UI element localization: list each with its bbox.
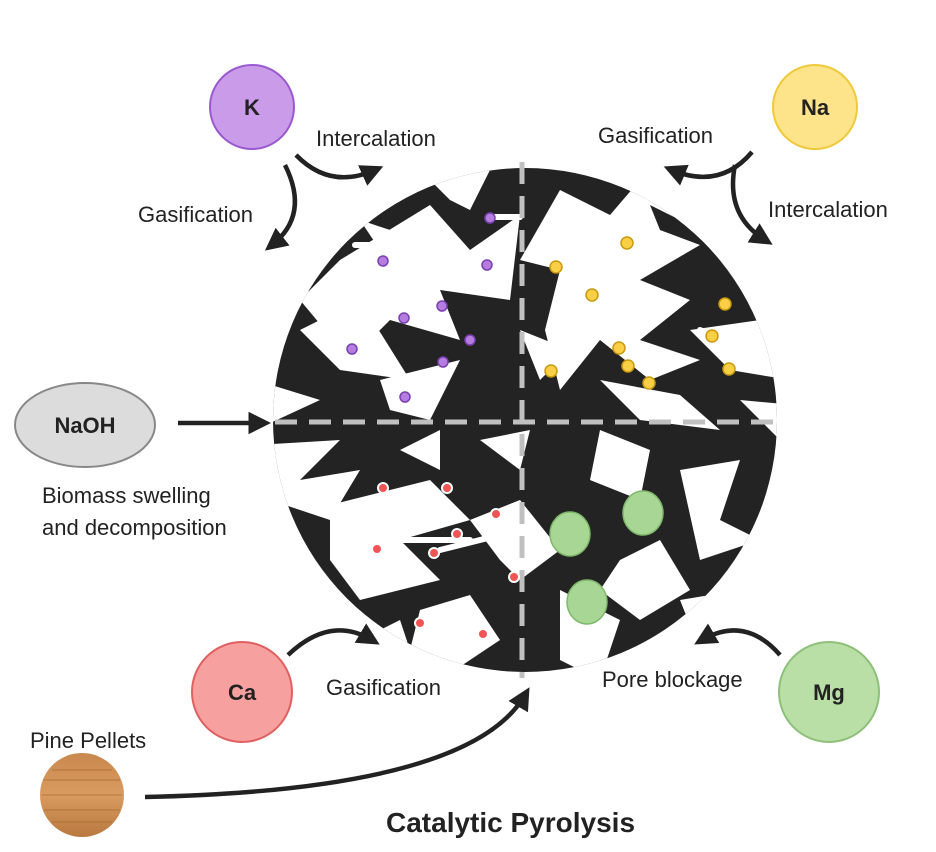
mg-particles [549,490,664,625]
na-dots [544,236,736,390]
naoh-ellipse [14,382,156,468]
mg-node: Mg [778,641,880,743]
naoh-effect-line1: Biomass swelling [42,483,211,508]
ca-circle [191,641,293,743]
naoh-label: NaOH [54,413,115,438]
na-node: Na [772,64,858,150]
na-intercalation-arrow [730,164,773,245]
ca-node: Ca [191,641,293,743]
k-label: K [244,95,260,120]
na-gasification-label: Gasification [598,123,713,148]
pine-pellet-icon [40,753,124,837]
char-particle [273,162,780,678]
mg-pore-blockage-label: Pore blockage [602,667,743,692]
k-dots [346,212,496,403]
naoh-effect-line2: and decomposition [42,515,227,540]
k-node: K [209,64,295,150]
labels: Intercalation Gasification Gasification … [30,123,888,838]
mg-pore-blockage-arrow [694,623,782,657]
k-intercalation-arrow [294,153,384,186]
na-gasification-arrow [663,150,754,186]
arrows [144,150,782,800]
k-gasification-arrow [264,163,298,251]
ca-gasification-label: Gasification [326,675,441,700]
ca-dots [371,482,520,640]
naoh-node: NaOH [14,382,156,468]
k-circle [209,64,295,150]
pore-slits [327,214,743,553]
catalytic-pyrolysis-arrow [144,687,530,800]
ca-label: Ca [228,680,257,705]
k-gasification-label: Gasification [138,202,253,227]
na-label: Na [801,95,830,120]
k-intercalation-label: Intercalation [316,126,436,151]
pine-pellets-label: Pine Pellets [30,728,146,753]
ca-gasification-arrow [286,623,380,657]
mg-label: Mg [813,680,845,705]
na-intercalation-label: Intercalation [768,197,888,222]
na-circle [772,64,858,150]
process-label: Catalytic Pyrolysis [386,807,635,838]
mg-circle [778,641,880,743]
